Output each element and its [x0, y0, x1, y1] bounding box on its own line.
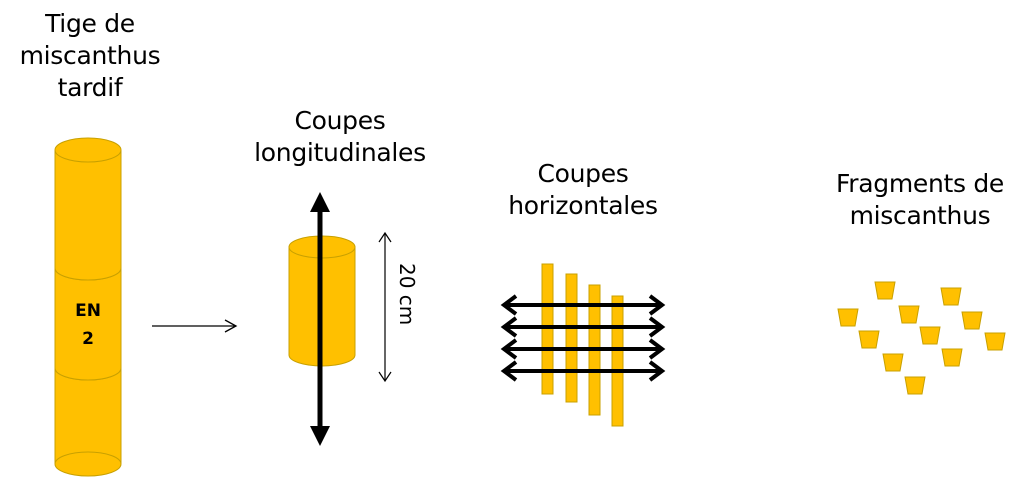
- horizontal-arrow-4: [500, 360, 666, 382]
- fragment-9: [882, 353, 904, 372]
- miscanthus-stem: EN 2: [54, 137, 122, 477]
- horizontal-arrow-3: [500, 338, 666, 360]
- fragment-10: [941, 348, 963, 367]
- stem-title-line-2: miscanthus: [19, 41, 161, 70]
- fragment-4: [898, 305, 920, 324]
- fragment-6: [858, 330, 880, 349]
- internode-label-number: 2: [82, 329, 94, 349]
- horizontal-title-line-2: horizontales: [508, 191, 658, 220]
- stem-segment-top: [54, 137, 122, 281]
- longitudinal-title-line-2: longitudinales: [254, 138, 426, 167]
- longitudinal-cuts-title: Coupes longitudinales: [245, 105, 435, 169]
- horizontal-arrow-2: [500, 316, 666, 338]
- horizontal-arrow-1: [500, 294, 666, 316]
- stem-title-line-1: Tige de: [45, 9, 135, 38]
- fragments-title: Fragments de miscanthus: [810, 168, 1030, 232]
- horizontal-title-line-1: Coupes: [537, 159, 629, 188]
- fragment-5: [961, 311, 983, 330]
- fragments-title-line-2: miscanthus: [849, 201, 991, 230]
- strip-4: [611, 295, 624, 427]
- stem-title: Tige de miscanthus tardif: [0, 8, 180, 104]
- horizontal-cuts-title: Coupes horizontales: [498, 158, 668, 222]
- dimension-label: 20 cm: [395, 263, 419, 325]
- strip-2: [565, 273, 578, 403]
- longitudinal-cut-arrow: [310, 192, 330, 446]
- fragment-2: [940, 287, 962, 306]
- longitudinal-title-line-1: Coupes: [294, 106, 386, 135]
- fragment-11: [904, 376, 926, 395]
- horizontal-cut-strips: [541, 263, 624, 427]
- internode-label-en: EN: [75, 301, 101, 321]
- fragment-7: [919, 326, 941, 345]
- fragment-1: [874, 281, 896, 300]
- stem-title-line-3: tardif: [57, 73, 123, 102]
- horizontal-cut-arrows: [500, 294, 666, 382]
- miscanthus-fragments: [837, 281, 1006, 395]
- fragment-3: [837, 308, 859, 327]
- dimension-arrow: [378, 231, 392, 383]
- fragment-8: [984, 332, 1006, 351]
- fragments-title-line-1: Fragments de: [835, 169, 1005, 198]
